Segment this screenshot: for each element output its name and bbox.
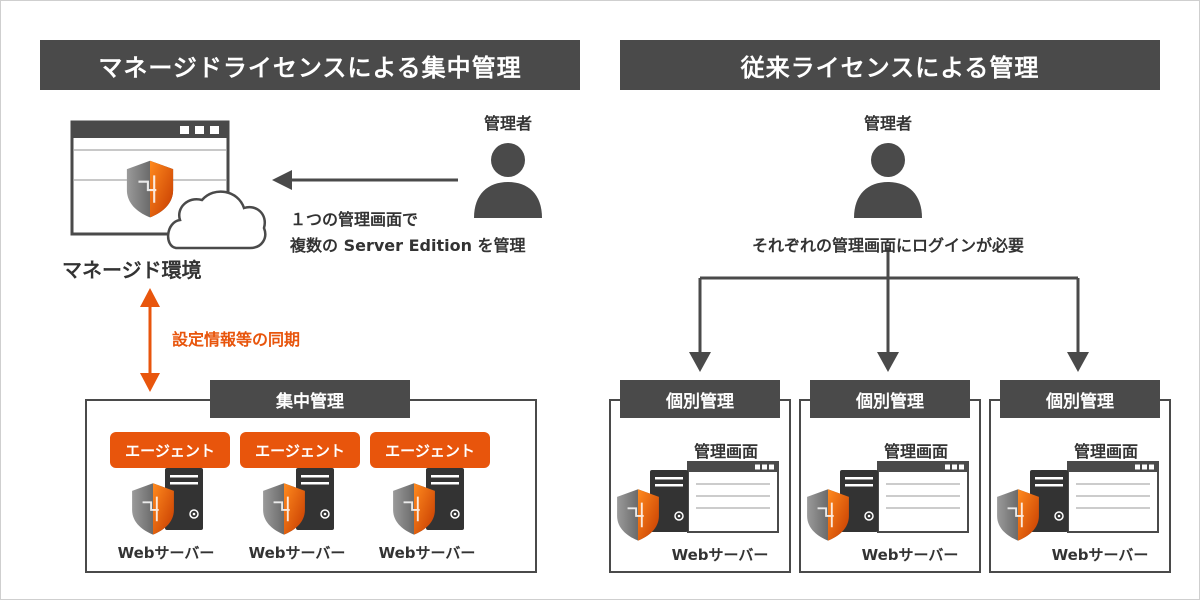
sync-double-arrow [140,288,160,392]
managed-env-label: マネージド環境 [62,258,202,282]
agent-badge: エージェント [240,432,360,468]
left-admin-arrow [272,170,458,190]
login-required-label: それぞれの管理画面にログインが必要 [751,236,1024,255]
individual-tab-2: 個別管理 [810,380,970,418]
screen-label-2: 管理画面 [884,442,949,461]
right-server-label-2: Webサーバー [861,546,959,564]
sync-label: 設定情報等の同期 [172,330,301,349]
left-admin-label: 管理者 [483,114,532,133]
left-server-label-3: Webサーバー [378,544,476,562]
right-admin-label: 管理者 [863,114,912,133]
left-server-3 [392,467,465,536]
left-server-label-2: Webサーバー [248,544,346,562]
left-server-1 [131,467,204,536]
central-group-label: 集中管理 [276,391,344,412]
left-note-line1: １つの管理画面で [290,210,419,229]
right-server-2 [806,461,969,542]
screen-label-1: 管理画面 [694,442,759,461]
individual-label: 個別管理 [1046,391,1114,412]
right-server-label-3: Webサーバー [1051,546,1149,564]
agent-label: エージェント [255,441,345,460]
right-title-banner: 従来ライセンスによる管理 [620,40,1160,90]
right-server-1 [616,461,779,542]
admin-person-icon [474,143,542,218]
left-server-2 [262,467,335,536]
agent-badge: エージェント [110,432,230,468]
left-server-label-1: Webサーバー [117,544,215,562]
individual-label: 個別管理 [856,391,924,412]
central-group-tab: 集中管理 [210,380,410,418]
right-server-3 [996,461,1159,542]
individual-tab-1: 個別管理 [620,380,780,418]
cloud-icon [167,190,267,250]
right-server-label-1: Webサーバー [671,546,769,564]
individual-label: 個別管理 [666,391,734,412]
left-note-line2: 複数の Server Edition を管理 [290,236,526,255]
individual-tab-3: 個別管理 [1000,380,1160,418]
screen-label-3: 管理画面 [1074,442,1139,461]
right-title: 従来ライセンスによる管理 [740,53,1040,82]
admin-person-icon [854,143,922,218]
left-title-banner: マネージドライセンスによる集中管理 [40,40,580,90]
agent-label: エージェント [125,441,215,460]
agent-badge: エージェント [370,432,490,468]
right-branch-arrows [689,248,1089,372]
agent-label: エージェント [385,441,475,460]
left-title: マネージドライセンスによる集中管理 [98,53,522,82]
